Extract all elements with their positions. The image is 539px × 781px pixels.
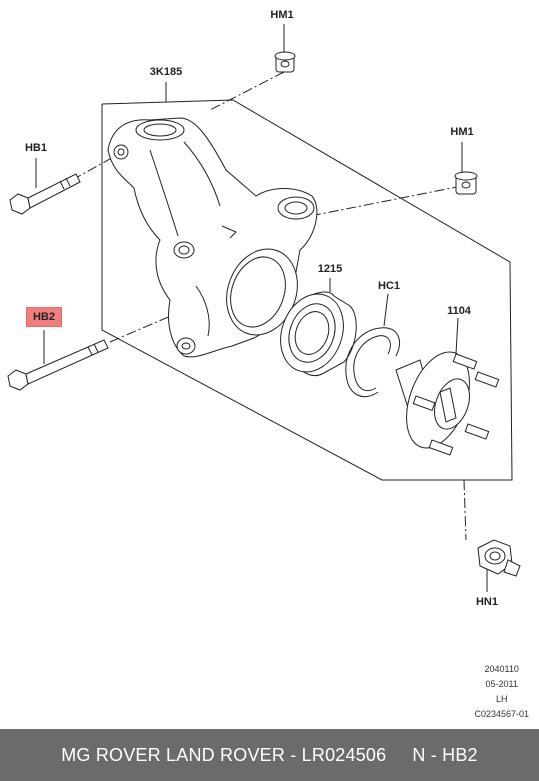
wheel-studs — [412, 353, 500, 456]
callout-hm1-right: HM1 — [450, 126, 474, 138]
diagram-date: 05-2011 — [485, 679, 518, 689]
callout-hb2-highlighted: HB2 — [25, 307, 63, 327]
callout-hb1: HB1 — [24, 142, 48, 154]
wheel-bearing — [280, 291, 357, 377]
callout-3k185: 3K185 — [149, 66, 183, 78]
diagram-code: 2040110 — [484, 664, 519, 674]
diagram-reference: C0234567-01 — [474, 709, 529, 719]
hub-nut-top — [274, 51, 296, 73]
callout-hn1: HN1 — [475, 596, 499, 608]
bolt-hb2 — [7, 339, 109, 391]
callout-hm1-top: HM1 — [270, 9, 294, 21]
callout-1104: 1104 — [447, 305, 471, 317]
footer-bar: MG ROVER LAND ROVER - LR024506 N - HB2 — [0, 729, 539, 781]
footer-text: MG ROVER LAND ROVER - LR024506 N - HB2 — [61, 744, 478, 765]
callout-1215: 1215 — [317, 263, 343, 275]
hub-nut-right — [454, 171, 478, 195]
assembly-frame — [101, 99, 513, 481]
circlip — [345, 327, 400, 397]
diagram-side: LH — [495, 694, 508, 704]
wheel-hub — [395, 351, 500, 456]
bolt-hb1 — [9, 173, 81, 215]
hub-nut-hn1 — [477, 539, 521, 577]
callout-hc1: HC1 — [377, 280, 401, 292]
diagram-metadata: 2040110 05-2011 LH C0234567-01 — [474, 662, 529, 722]
steering-knuckle — [107, 117, 318, 358]
leader-lines — [35, 24, 488, 592]
